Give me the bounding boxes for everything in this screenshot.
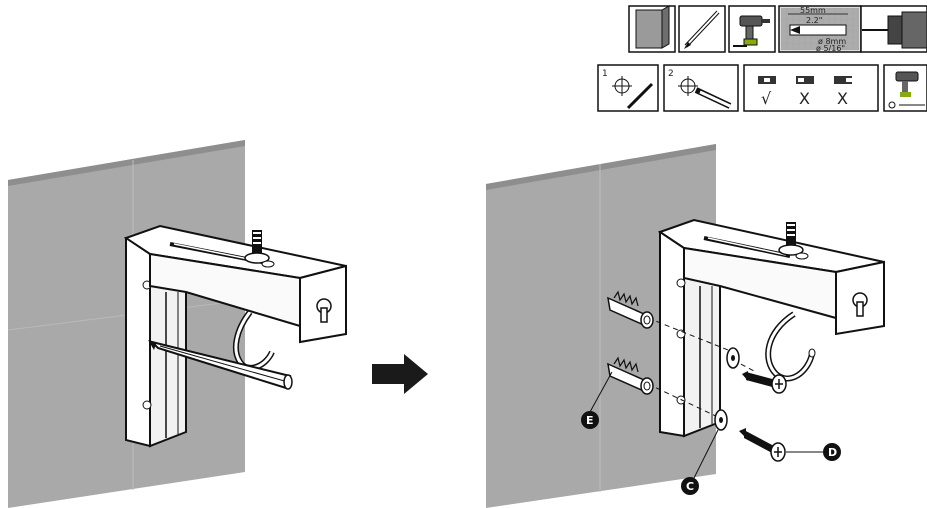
bracket-right (657, 218, 885, 438)
callout-screw-label: D (828, 446, 837, 459)
drill-screw-icon (883, 64, 927, 112)
steps-row: 1 2 √ X X (597, 64, 927, 112)
level-check-icon: √ X X (743, 64, 879, 112)
callout-anchor-label: E (586, 414, 594, 427)
washer-lower (714, 409, 728, 431)
pencil-mark-icon: 2 (663, 64, 739, 112)
bit-size-label: ø 8mm (818, 37, 846, 46)
wall-anchor-upper (607, 290, 654, 329)
drill-chuck-icon (860, 5, 927, 53)
step2-number: 2 (668, 69, 674, 79)
right-scene: E C D (486, 144, 885, 508)
step1-number: 1 (602, 69, 608, 79)
bracket-left (123, 224, 347, 448)
wall-right (486, 144, 716, 508)
callout-anchor: E (581, 411, 599, 429)
mark-hole-icon: 1 (597, 64, 659, 112)
callout-washer: C (681, 477, 699, 495)
drill-depth-inch-label: 2.2" (806, 16, 822, 25)
callout-washer-label: C (686, 480, 694, 493)
wall-panel-icon (628, 5, 676, 53)
step-arrow-icon (372, 354, 428, 394)
washer-upper (726, 347, 740, 369)
level-mark-ok: √ (761, 89, 772, 108)
drill-depth-label: 55mm (800, 6, 826, 15)
drill-icon (728, 5, 776, 53)
tools-row: 55mm 2.2" ø 8mm ø 5/16" (628, 5, 927, 53)
level-mark-wrong-1: X (799, 89, 810, 108)
screw-upper (742, 371, 787, 394)
screw-lower (739, 428, 786, 462)
wall-anchor-lower (607, 356, 654, 395)
drill-depth-icon: 55mm 2.2" ø 8mm ø 5/16" (778, 5, 862, 53)
bit-size-inch-label: ø 5/16" (816, 44, 845, 53)
pencil-icon (678, 5, 726, 53)
pencil-marking (148, 340, 293, 390)
level-mark-wrong-2: X (837, 89, 848, 108)
left-scene (7, 140, 347, 508)
callout-screw: D (823, 443, 841, 461)
